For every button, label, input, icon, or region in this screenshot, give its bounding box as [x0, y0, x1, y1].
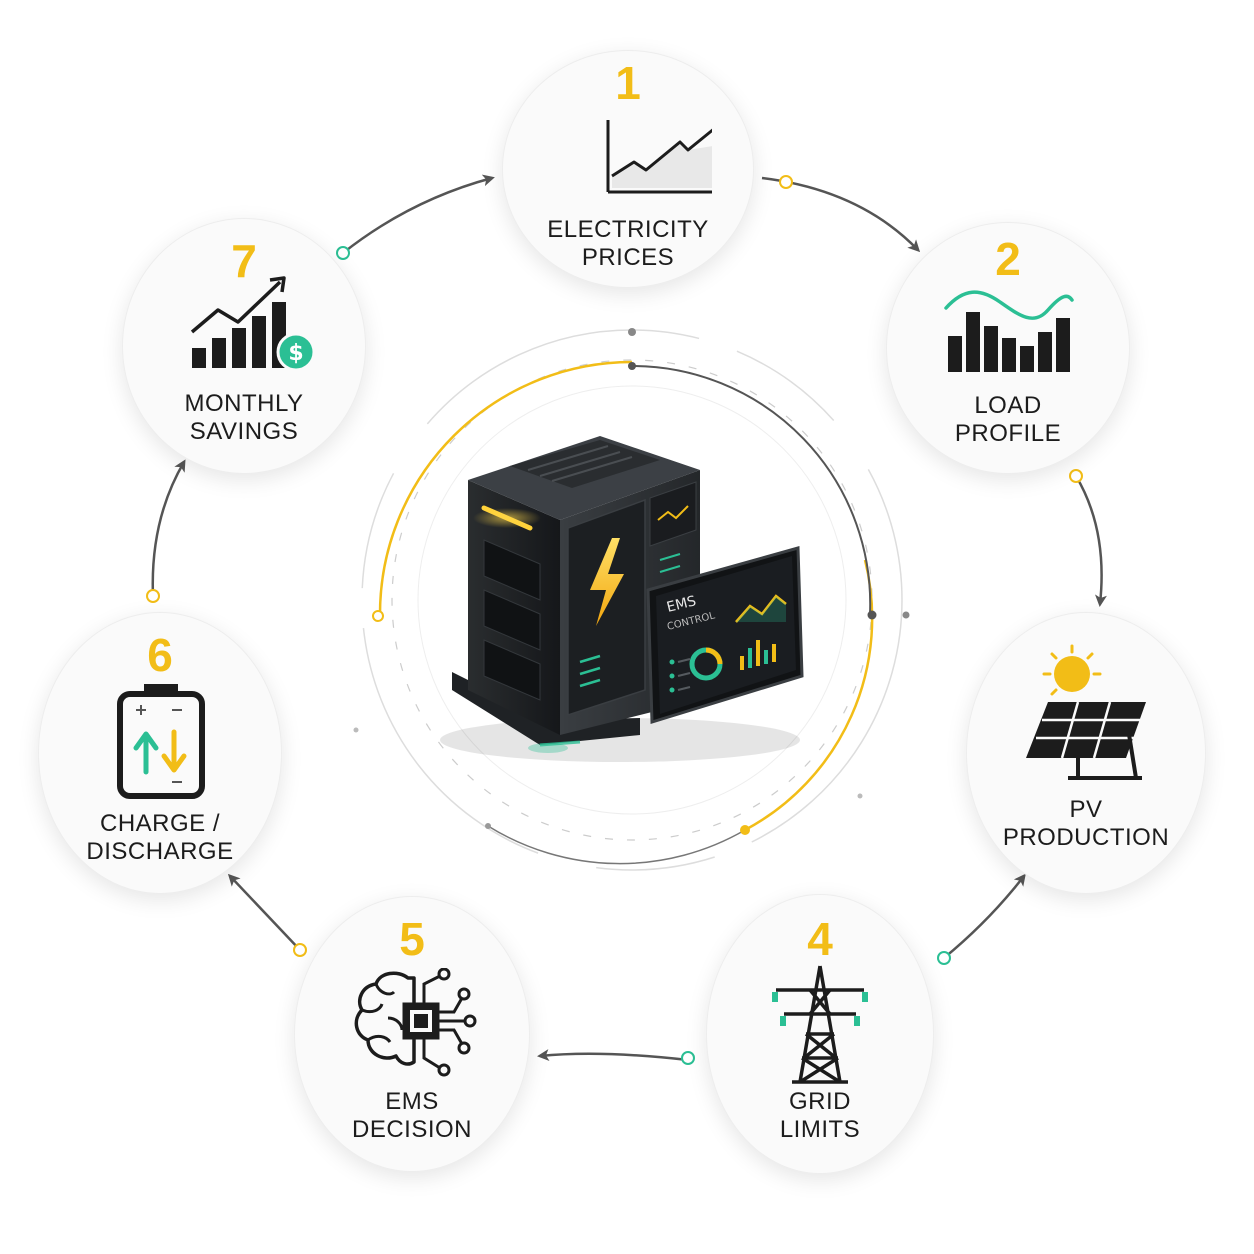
arrow-2-to-3 — [1074, 475, 1107, 607]
node-label: PV PRODUCTION — [1002, 796, 1170, 851]
cycle-arrows — [146, 174, 1107, 1065]
transmission-tower-icon — [772, 965, 868, 1084]
arrow-6-to-7 — [151, 459, 186, 597]
arrow-4-to-3 — [943, 873, 1026, 959]
node-pv-production: PV PRODUCTION — [966, 612, 1206, 894]
price-chart-dollar-icon: $ — [606, 120, 712, 194]
arrow-7-to-1 — [342, 174, 495, 254]
node-ems-decision: 5 EMS DECISION — [294, 896, 530, 1172]
node-label: CHARGE / DISCHARGE — [86, 810, 234, 865]
node-label: EMS DECISION — [351, 1088, 472, 1143]
node-load-profile: 2 LOAD PROFILE — [886, 222, 1130, 474]
node-monthly-savings: 7 $ MONTHLY SAVINGS — [122, 218, 366, 474]
savings-chart-icon: $ — [190, 276, 316, 372]
node-number: 5 — [399, 913, 425, 965]
node-number: 7 — [231, 235, 257, 287]
node-number: 2 — [995, 233, 1021, 285]
node-grid-limits: 4 GRID LIMITS — [706, 894, 934, 1174]
node-electricity-prices: 1 $ ELECTRICITY PRICES — [502, 50, 754, 288]
battery-cabinet-icon: EMS CONTROL — [440, 436, 804, 762]
ems-screen-title: EMS — [665, 593, 698, 616]
arrow-5-to-6 — [227, 873, 301, 951]
solar-panel-sun-icon — [1026, 644, 1146, 780]
node-number: 4 — [807, 913, 833, 965]
node-label: LOAD PROFILE — [954, 392, 1062, 447]
center-rings — [353, 328, 910, 871]
lightning-bolt-icon — [590, 538, 624, 626]
node-number: 6 — [147, 629, 173, 681]
node-label: MONTHLY SAVINGS — [184, 390, 304, 445]
node-charge-discharge: 6 CHARGE / DISCHARGE — [38, 612, 282, 894]
node-label: GRID LIMITS — [779, 1088, 861, 1143]
node-label: ELECTRICITY PRICES — [547, 216, 709, 271]
load-bars-wave-icon — [944, 290, 1074, 372]
brain-chip-icon — [354, 968, 477, 1077]
svg-text:$: $ — [288, 341, 303, 366]
node-number: 1 — [615, 57, 641, 109]
arrow-4-to-5 — [537, 1049, 689, 1062]
battery-charge-icon — [117, 684, 205, 799]
